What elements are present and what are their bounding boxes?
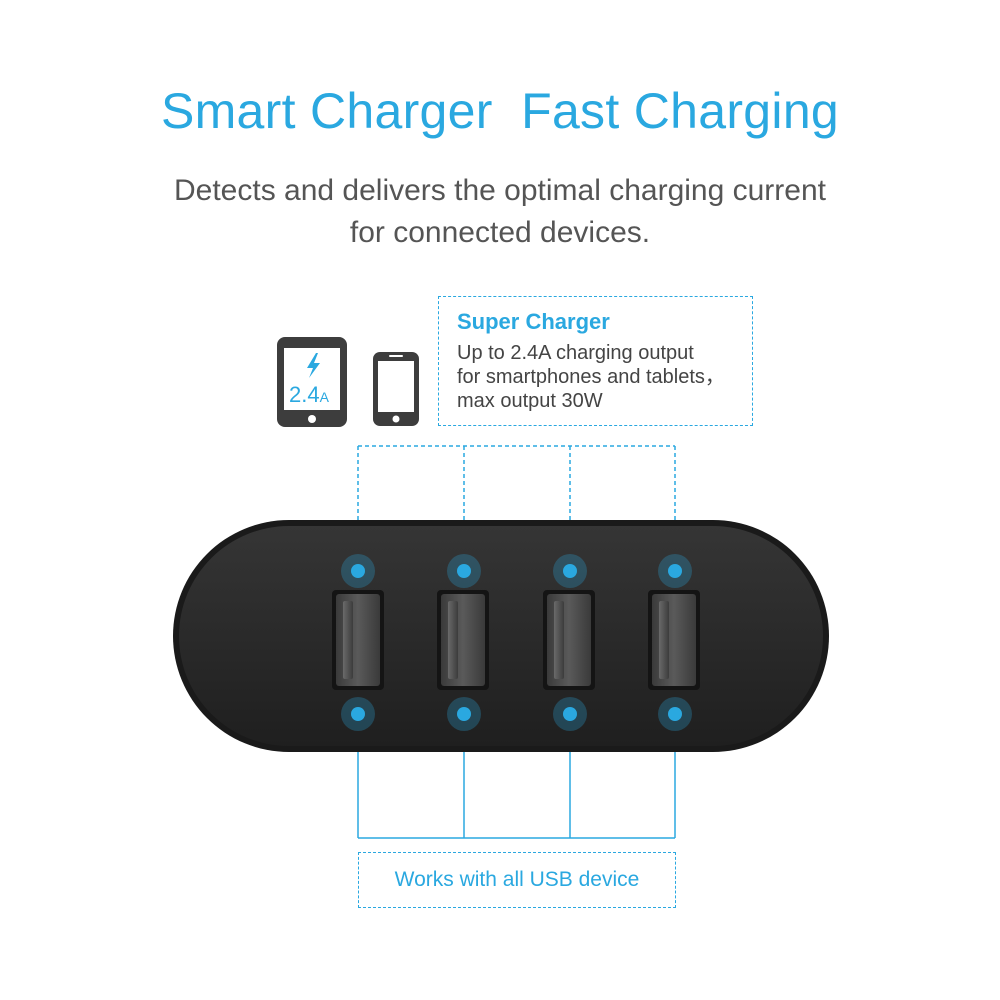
super-charger-line-2: for smartphones and tablets， (457, 366, 725, 388)
subheadline: Detects and delivers the optimal chargin… (0, 170, 1000, 254)
super-charger-title: Super Charger (457, 309, 610, 334)
subheadline-line-2: for connected devices. (349, 216, 651, 249)
lightning-bolt-icon (307, 353, 320, 378)
super-charger-callout: Super Charger Up to 2.4A charging output… (438, 296, 753, 426)
super-charger-line-3: max output 30W (457, 390, 603, 412)
usb-port-3 (543, 590, 595, 690)
subheadline-line-1: Detects and delivers the optimal chargin… (173, 174, 826, 207)
charger-body (173, 520, 829, 752)
usb-port-1 (332, 590, 384, 690)
indicator-dots-top (341, 554, 692, 588)
headline: Smart Charger Fast Charging (160, 83, 840, 139)
usb-port-4 (648, 590, 700, 690)
usb-compatibility-callout: Works with all USB device (358, 852, 676, 908)
indicator-dots-bottom (341, 697, 692, 731)
tablet-icon: 2.4A (277, 337, 347, 427)
tablet-charge-unit: A (320, 389, 330, 405)
tablet-charge-value: 2.4 (289, 382, 320, 407)
usb-port-2 (437, 590, 489, 690)
svg-text:2.4A: 2.4A (289, 382, 330, 407)
smartphone-icon (373, 352, 419, 426)
super-charger-line-1: Up to 2.4A charging output (457, 342, 694, 364)
super-charger-description: Up to 2.4A charging output for smartphon… (457, 341, 725, 413)
